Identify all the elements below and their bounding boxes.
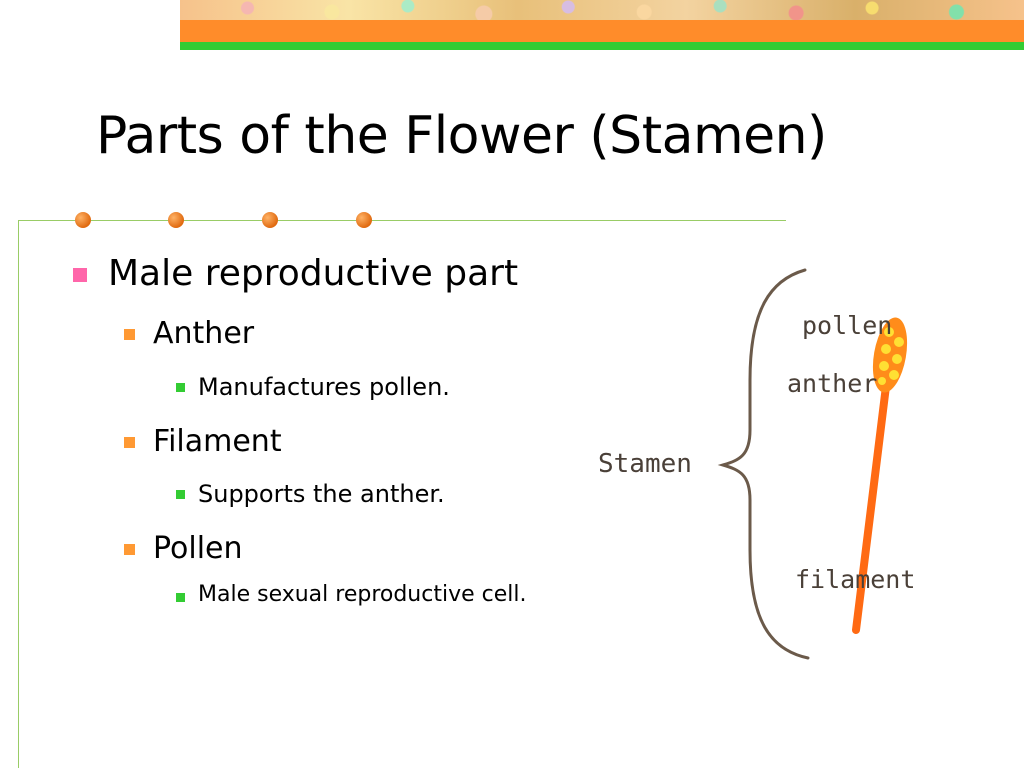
pollen-grain (881, 344, 891, 354)
bullet-square-icon (124, 544, 135, 555)
banner-green-bar (180, 42, 1024, 50)
bullet-square-icon (73, 268, 87, 282)
pollen-grain (892, 354, 902, 364)
brace-icon (717, 268, 810, 660)
pollen-grain (889, 370, 899, 380)
pollen-grain (884, 327, 894, 337)
bullet-anther: Anther (153, 316, 255, 351)
pollen-grain (879, 361, 889, 371)
pollen-grain (878, 377, 886, 385)
slide-title: Parts of the Flower (Stamen) (96, 106, 827, 166)
bullet-pollen-desc: Male sexual reproductive cell. (198, 582, 527, 607)
bullet-square-icon (124, 437, 135, 448)
frame-horizontal-line (18, 220, 786, 221)
stamen-diagram: Stamen pollen anther filament (598, 268, 915, 660)
bullet-pollen: Pollen (153, 531, 243, 566)
decorative-dot (356, 212, 372, 228)
top-banner (180, 0, 1024, 50)
filament-stalk (852, 366, 892, 634)
flower-photo-strip (180, 0, 1024, 20)
pollen-grain (894, 337, 904, 347)
frame-vertical-line (18, 220, 19, 768)
bullet-square-icon (124, 329, 135, 340)
decorative-dot (262, 212, 278, 228)
label-filament: filament (795, 565, 915, 594)
bullet-square-icon (176, 383, 185, 392)
bullet-filament-desc: Supports the anther. (198, 480, 445, 508)
banner-orange-bar (180, 20, 1024, 42)
decorative-dot (168, 212, 184, 228)
label-anther: anther (787, 369, 877, 398)
bullet-main: Male reproductive part (108, 253, 519, 294)
bullet-filament: Filament (153, 424, 282, 459)
label-pollen: pollen (802, 311, 892, 340)
label-stamen: Stamen (598, 449, 692, 479)
bullet-square-icon (176, 490, 185, 499)
bullet-square-icon (176, 593, 185, 602)
decorative-dot (75, 212, 91, 228)
bullet-anther-desc: Manufactures pollen. (198, 373, 450, 401)
